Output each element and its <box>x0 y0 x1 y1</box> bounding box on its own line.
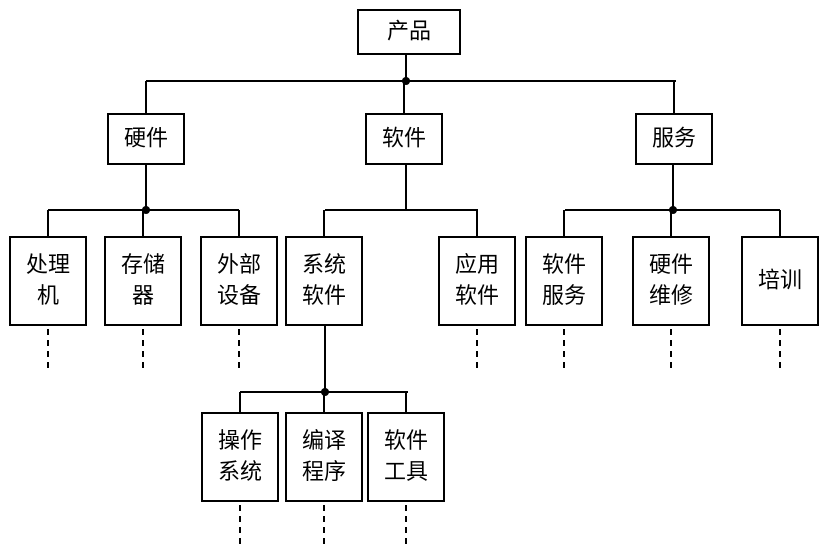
node-label-hardware-repair: 维修 <box>649 284 693 309</box>
junction-dot-system-software <box>321 388 329 396</box>
node-label-hardware-repair: 硬件 <box>649 253 693 278</box>
node-box-hardware-repair <box>632 236 710 326</box>
node-box-system-software <box>285 236 363 326</box>
node-label-application-software: 应用 <box>455 253 499 278</box>
junction-dot-hardware <box>142 206 150 214</box>
node-label-software-tools: 软件 <box>384 429 428 454</box>
node-box-storage <box>104 236 182 326</box>
node-software: 软件 <box>365 113 443 165</box>
node-label-service: 服务 <box>652 127 696 152</box>
node-label-peripheral: 设备 <box>217 284 261 309</box>
node-label-compiler: 编译 <box>302 429 346 454</box>
node-label-operating-system: 操作 <box>218 429 262 454</box>
node-label-software-service: 软件 <box>542 253 586 278</box>
node-label-hardware: 硬件 <box>124 127 168 152</box>
node-label-software-tools: 工具 <box>384 460 428 485</box>
junction-dot-service <box>669 206 677 214</box>
connectors <box>47 54 781 545</box>
node-label-compiler: 程序 <box>302 460 346 485</box>
node-box-service <box>635 113 713 165</box>
node-label-product: 产品 <box>387 20 431 45</box>
nodes: 产品硬件软件服务处理机存储器外部设备系统软件应用软件软件服务硬件维修培训操作系统… <box>9 9 819 502</box>
node-storage: 存储器 <box>104 236 182 326</box>
node-label-software: 软件 <box>382 127 426 152</box>
node-processor: 处理机 <box>9 236 87 326</box>
node-label-peripheral: 外部 <box>217 253 261 278</box>
node-box-peripheral <box>200 236 278 326</box>
node-box-processor <box>9 236 87 326</box>
node-box-application-software <box>438 236 516 326</box>
junction-dot-product <box>402 77 410 85</box>
node-box-operating-system <box>201 412 279 502</box>
node-product: 产品 <box>357 9 461 55</box>
node-label-processor: 机 <box>37 284 59 309</box>
node-box-software-service <box>525 236 603 326</box>
node-box-training <box>741 236 819 326</box>
node-box-compiler <box>285 412 363 502</box>
node-hardware: 硬件 <box>107 113 185 165</box>
node-label-training: 培训 <box>758 269 802 294</box>
node-label-storage: 存储 <box>121 253 165 278</box>
node-label-system-software: 系统 <box>302 253 346 278</box>
node-box-software <box>365 113 443 165</box>
node-box-software-tools <box>367 412 445 502</box>
node-training: 培训 <box>741 236 819 326</box>
node-label-application-software: 软件 <box>455 284 499 309</box>
node-box-product <box>357 9 461 55</box>
node-box-hardware <box>107 113 185 165</box>
node-label-software-service: 服务 <box>542 284 586 309</box>
node-label-processor: 处理 <box>26 253 70 278</box>
node-label-operating-system: 系统 <box>218 460 262 485</box>
node-label-system-software: 软件 <box>302 284 346 309</box>
node-service: 服务 <box>635 113 713 165</box>
node-label-storage: 器 <box>132 284 154 309</box>
